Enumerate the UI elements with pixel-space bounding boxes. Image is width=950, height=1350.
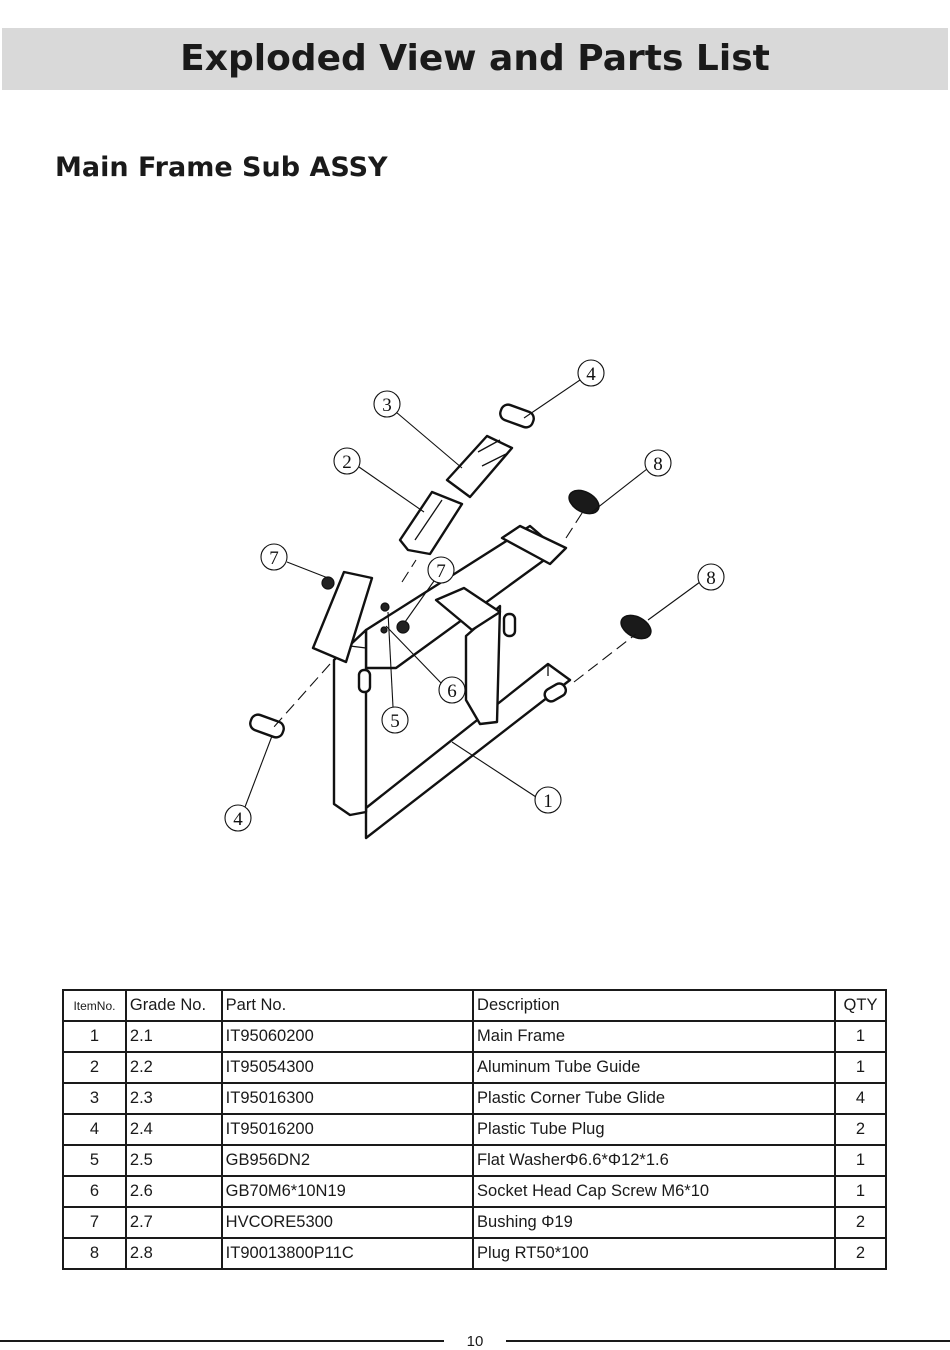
header-bar: Exploded View and Parts List — [2, 28, 948, 90]
cell-qty: 2 — [834, 1113, 887, 1146]
cell-description: Plug RT50*100 — [472, 1237, 837, 1270]
cell-description: Socket Head Cap Screw M6*10 — [472, 1175, 837, 1208]
parts-list-table: ItemNo. Grade No. Part No. Description Q… — [62, 989, 887, 1270]
frame-fitting-front — [357, 668, 372, 694]
cell-part-no: IT90013800P11C — [220, 1237, 475, 1270]
cell-item-no: 1 — [62, 1020, 127, 1053]
table-row: 4 2.4 IT95016200 Plastic Tube Plug 2 — [62, 1113, 887, 1146]
cell-grade-no: 2.6 — [124, 1175, 223, 1208]
cell-qty: 4 — [834, 1082, 887, 1115]
col-header-qty: QTY — [834, 989, 887, 1022]
cell-grade-no: 2.5 — [124, 1144, 223, 1177]
callout-8-upper: 8 — [653, 454, 663, 475]
cell-part-no: GB70M6*10N19 — [220, 1175, 475, 1208]
washer — [380, 626, 388, 634]
cell-qty: 2 — [834, 1206, 887, 1239]
cell-part-no: IT95060200 — [220, 1020, 475, 1053]
cell-grade-no: 2.8 — [124, 1237, 223, 1270]
callout-2: 2 — [342, 452, 352, 473]
table-row: 7 2.7 HVCORE5300 Bushing Φ19 2 — [62, 1206, 887, 1239]
footer-rule-left — [0, 1340, 444, 1342]
table-row: 5 2.5 GB956DN2 Flat WasherΦ6.6*Φ12*1.6 1 — [62, 1144, 887, 1177]
callout-1: 1 — [543, 791, 553, 812]
callout-7-left: 7 — [269, 548, 279, 569]
cell-description: Plastic Tube Plug — [472, 1113, 837, 1146]
end-plug-lower — [620, 614, 652, 640]
frame-fitting-rear — [502, 612, 517, 638]
bushing-left — [321, 576, 335, 590]
table-row: 1 2.1 IT95060200 Main Frame 1 — [62, 1020, 887, 1053]
footer-rule-right — [506, 1340, 950, 1342]
col-header-part-no: Part No. — [220, 989, 475, 1022]
cell-qty: 2 — [834, 1237, 887, 1270]
cell-description: Main Frame — [472, 1020, 837, 1053]
frame-fitting-base — [543, 682, 568, 703]
callout-5: 5 — [390, 711, 400, 732]
cell-part-no: GB956DN2 — [220, 1144, 475, 1177]
callout-3: 3 — [382, 395, 392, 416]
cell-qty: 1 — [834, 1051, 887, 1084]
page-title: Exploded View and Parts List — [180, 38, 770, 79]
col-header-item-no: ItemNo. — [62, 989, 127, 1022]
cell-item-no: 6 — [62, 1175, 127, 1208]
cell-description: Aluminum Tube Guide — [472, 1051, 837, 1084]
corner-tube-glide — [445, 434, 514, 499]
callout-4-bottom: 4 — [233, 809, 243, 830]
cell-part-no: HVCORE5300 — [220, 1206, 475, 1239]
callout-6: 6 — [447, 681, 457, 702]
table-row: 2 2.2 IT95054300 Aluminum Tube Guide 1 — [62, 1051, 887, 1084]
callout-8-lower: 8 — [706, 568, 716, 589]
cell-qty: 1 — [834, 1175, 887, 1208]
cell-grade-no: 2.2 — [124, 1051, 223, 1084]
table-row: 8 2.8 IT90013800P11C Plug RT50*100 2 — [62, 1237, 887, 1270]
table-row: 6 2.6 GB70M6*10N19 Socket Head Cap Screw… — [62, 1175, 887, 1208]
front-sleeve-tube — [311, 570, 374, 664]
cell-description: Flat WasherΦ6.6*Φ12*1.6 — [472, 1144, 837, 1177]
exploded-view-diagram: 4 3 2 8 7 7 8 6 5 4 1 — [224, 359, 725, 840]
page-number: 10 — [466, 1333, 484, 1350]
cell-item-no: 7 — [62, 1206, 127, 1239]
cell-qty: 1 — [834, 1144, 887, 1177]
end-plug-upper — [568, 489, 600, 515]
cell-item-no: 3 — [62, 1082, 127, 1115]
cell-grade-no: 2.3 — [124, 1082, 223, 1115]
col-header-grade-no: Grade No. — [124, 989, 223, 1022]
cell-item-no: 2 — [62, 1051, 127, 1084]
bushing-right — [396, 620, 410, 634]
cell-grade-no: 2.7 — [124, 1206, 223, 1239]
cell-qty: 1 — [834, 1020, 887, 1053]
tube-plug-top — [499, 403, 535, 429]
cell-description: Bushing Φ19 — [472, 1206, 837, 1239]
cell-part-no: IT95016300 — [220, 1082, 475, 1115]
cell-grade-no: 2.1 — [124, 1020, 223, 1053]
screw — [380, 602, 390, 612]
section-title: Main Frame Sub ASSY — [55, 152, 388, 183]
callout-4-top: 4 — [586, 364, 596, 385]
cell-description: Plastic Corner Tube Glide — [472, 1082, 837, 1115]
cell-item-no: 4 — [62, 1113, 127, 1146]
callout-7-right: 7 — [436, 561, 446, 582]
table-header-row: ItemNo. Grade No. Part No. Description Q… — [62, 989, 887, 1022]
top-tube-plate — [500, 524, 568, 566]
cell-item-no: 5 — [62, 1144, 127, 1177]
tube-plug-bottom — [249, 713, 285, 739]
mounting-bracket — [434, 586, 502, 632]
cell-part-no: IT95016200 — [220, 1113, 475, 1146]
col-header-description: Description — [472, 989, 837, 1022]
table-row: 3 2.3 IT95016300 Plastic Corner Tube Gli… — [62, 1082, 887, 1115]
cell-grade-no: 2.4 — [124, 1113, 223, 1146]
cell-part-no: IT95054300 — [220, 1051, 475, 1084]
cell-item-no: 8 — [62, 1237, 127, 1270]
